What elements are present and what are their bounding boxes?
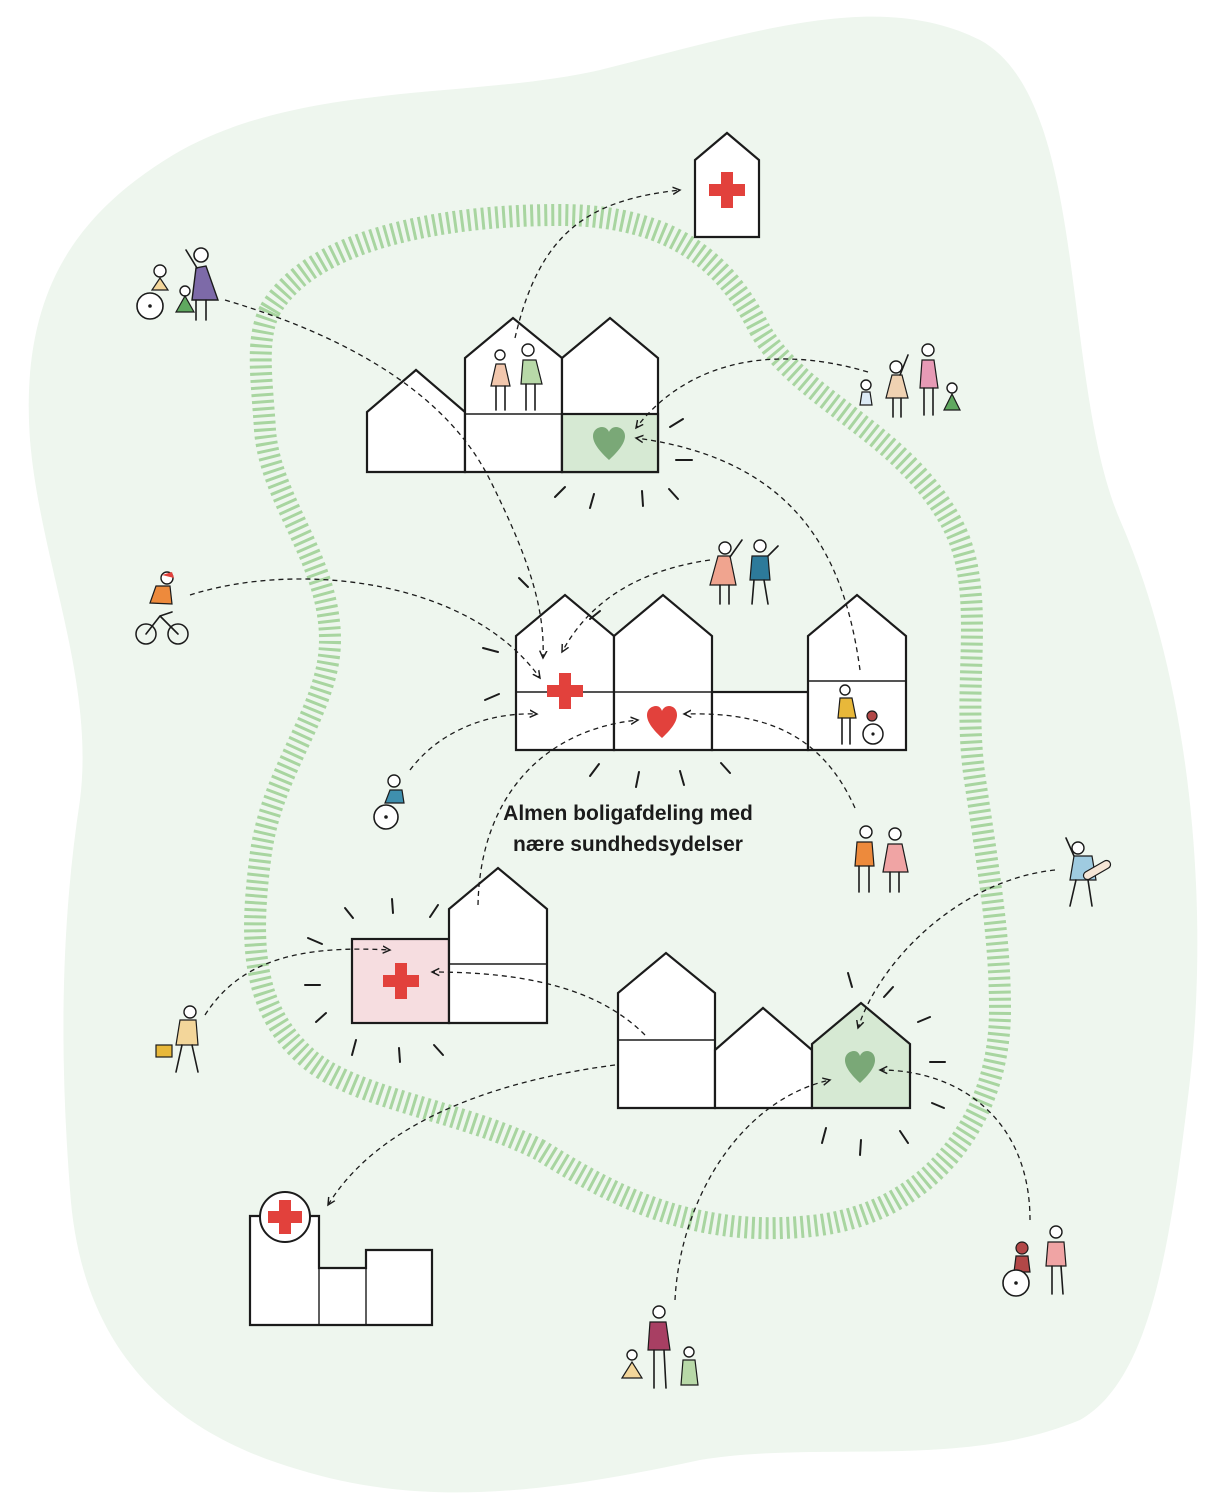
wheelchair-icon [136,292,164,320]
building-bottom [616,951,912,1110]
wheelchair-icon [1002,1269,1030,1297]
heart-icon [593,427,625,460]
connection-paths [189,190,1056,1301]
heart-icon [647,706,677,738]
family-group-top-left [136,247,219,321]
heart-icon [845,1051,875,1083]
person-with-briefcase [155,1005,199,1073]
highlight-rays [304,418,946,1156]
caption-line-2: nære sundhedsydelser [513,833,743,856]
couple-right [854,825,909,893]
bicycle-icon [135,611,189,645]
couple-bottom-right [1002,1225,1067,1297]
caption-line-1: Almen boligafdeling med [503,802,753,825]
couple-high-five [709,539,779,605]
hospital-icon [693,131,761,239]
red-cross-icon [547,673,583,709]
wheelchair-user [373,774,405,830]
building-clinic [350,866,549,1025]
wheelchair-icon [373,804,399,830]
cyclist [135,571,189,645]
person-with-skateboard [1065,837,1112,907]
red-cross-icon [383,963,419,999]
family-group-bottom [620,1305,699,1389]
caption: Almen boligafdeling med nære sundhedsyde… [478,798,778,860]
family-group-top-right [859,343,961,418]
local-area-ring [244,203,1012,1240]
hospital-icon [248,1191,434,1327]
carer-with-wheelchair [837,684,884,745]
couple-in-house [490,343,543,411]
wheelchair-icon [862,723,884,745]
